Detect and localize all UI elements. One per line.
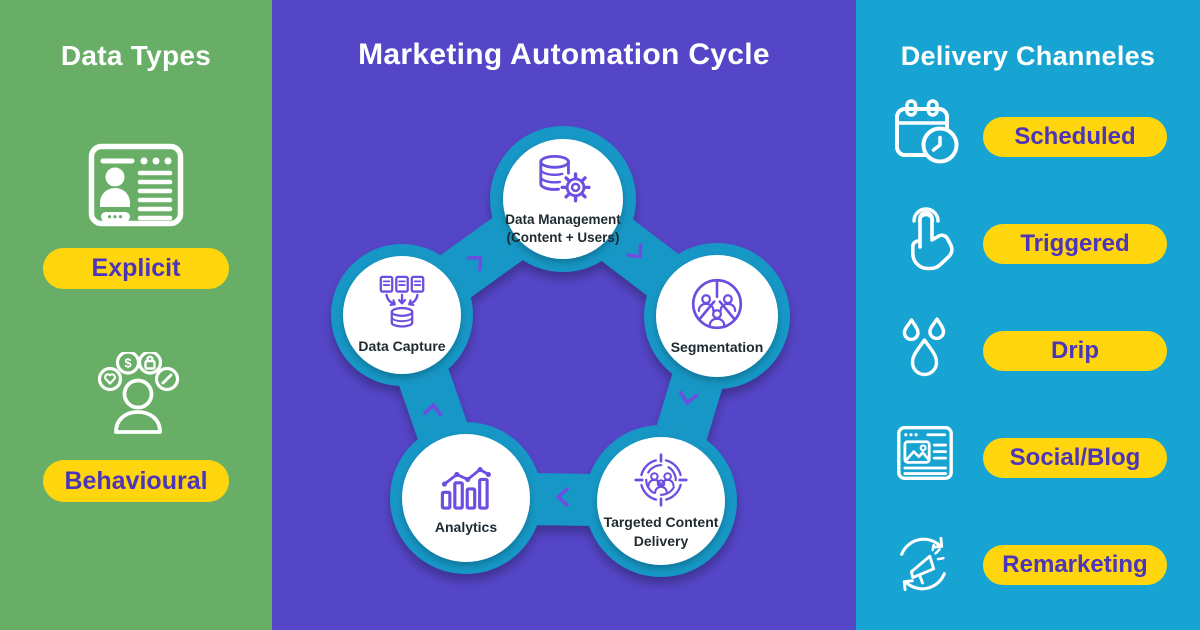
scheduled-badge: Scheduled — [983, 117, 1167, 157]
chevron-up-icon — [422, 403, 443, 417]
node-targeted-content-delivery: Targeted Content Delivery — [586, 437, 736, 565]
tap-finger-icon — [910, 207, 954, 271]
node-analytics: Analytics — [391, 434, 541, 562]
calendar-clock-icon — [895, 99, 959, 164]
drip-label: Drip — [1051, 337, 1099, 364]
explicit-badge: Explicit — [43, 248, 229, 289]
triggered-badge: Triggered — [983, 224, 1167, 264]
node-label: Data Capture — [358, 338, 446, 355]
behavioural-label: Behavioural — [64, 466, 208, 495]
cycle-node-circles — [343, 139, 778, 565]
node-label: Analytics — [434, 518, 498, 535]
browser-image-icon — [897, 426, 953, 480]
megaphone-refresh-icon — [900, 536, 946, 592]
explicit-label: Explicit — [91, 254, 181, 282]
node-label-line2: (Content + Users) — [506, 229, 620, 245]
docs-to-database-icon — [379, 276, 425, 328]
target-users-icon — [634, 453, 688, 507]
node-label: Segmentation — [670, 339, 764, 356]
scheduled-label: Scheduled — [1014, 123, 1136, 150]
node-label-line2: Delivery — [633, 532, 689, 549]
node-data-management: Data Management (Content + Users) — [488, 139, 638, 259]
drip-badge: Drip — [983, 331, 1167, 371]
social-blog-badge: Social/Blog — [983, 438, 1167, 478]
node-data-capture: Data Capture — [327, 256, 477, 374]
chevron-northeast-icon — [466, 255, 483, 272]
panel-delivery-channels: Delivery Channeles — [856, 0, 1200, 630]
node-segmentation: Segmentation — [642, 255, 792, 377]
svg-text:$: $ — [124, 356, 132, 371]
water-drops-icon — [902, 317, 946, 377]
social-blog-label: Social/Blog — [1009, 444, 1141, 471]
segmented-users-icon — [691, 279, 743, 330]
node-label: Data Management — [505, 211, 621, 227]
remarketing-badge: Remarketing — [983, 545, 1167, 585]
behavioural-badge: Behavioural — [43, 460, 229, 502]
delivery-channels-title: Delivery Channeles — [900, 41, 1156, 71]
chevron-southeast-icon — [626, 242, 643, 259]
chevron-left-icon — [556, 487, 569, 507]
person-symbols-icon: $ — [97, 352, 180, 434]
bar-line-chart-icon — [440, 466, 491, 510]
data-types-title: Data Types — [60, 40, 212, 71]
cycle-title: Marketing Automation Cycle — [358, 38, 770, 71]
chevron-down-icon — [679, 390, 699, 405]
node-label: Targeted Content — [603, 514, 719, 531]
triggered-label: Triggered — [1020, 230, 1130, 257]
profile-card-icon — [88, 143, 184, 227]
database-gear-icon — [539, 154, 591, 203]
panel-data-types: Data Types — [0, 0, 272, 630]
remarketing-label: Remarketing — [1002, 551, 1148, 578]
